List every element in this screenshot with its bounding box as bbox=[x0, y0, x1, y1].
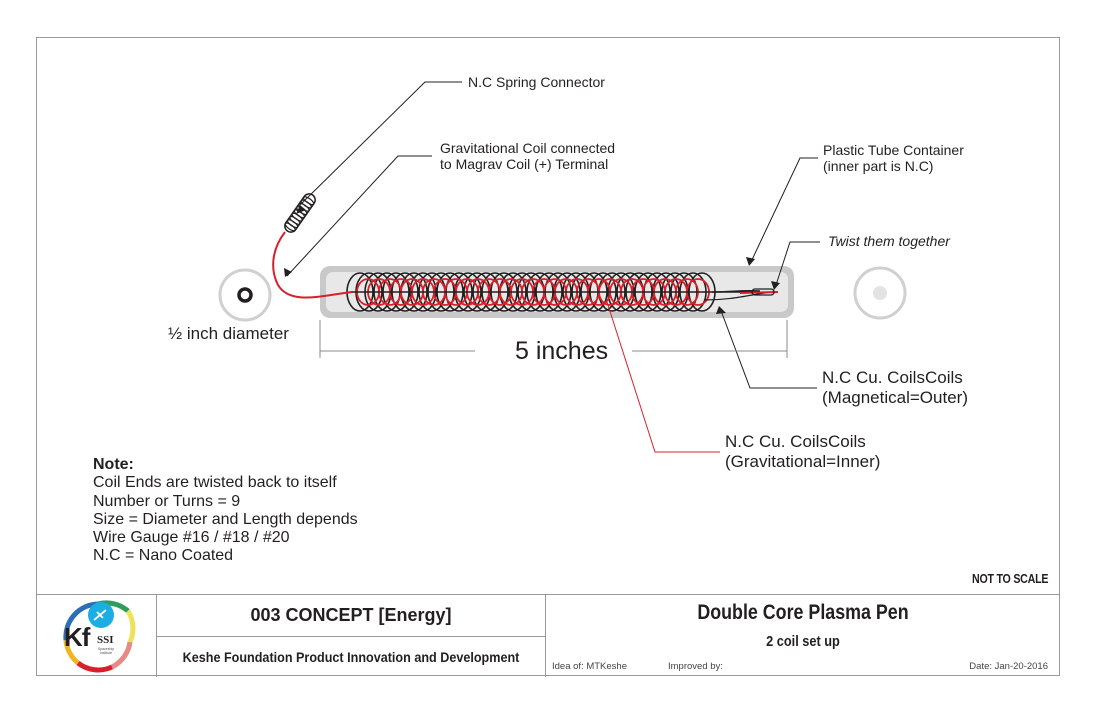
note-line: Size = Diameter and Length depends bbox=[93, 510, 358, 528]
logo-ssi-text: SSI bbox=[97, 634, 114, 646]
note-line: N.C = Nano Coated bbox=[93, 547, 234, 565]
twist-label: Twist them together bbox=[828, 233, 950, 249]
idea-of: Idea of: MTKeshe bbox=[552, 661, 627, 672]
note-title: Note: bbox=[93, 456, 134, 473]
right-end-view bbox=[853, 266, 907, 320]
plastic-tube-label-line2: (inner part is N.C) bbox=[823, 158, 934, 174]
spring-connector-label: N.C Spring Connector bbox=[468, 74, 605, 90]
arrowheads bbox=[284, 205, 780, 314]
product-subtitle: 2 coil set up bbox=[766, 633, 840, 650]
inner-coil-label-line1: N.C Cu. CoilsCoils bbox=[725, 432, 866, 451]
coil-assembly bbox=[346, 272, 760, 312]
inner-coil-label-line2: (Gravitational=Inner) bbox=[725, 452, 881, 471]
note-line: Number or Turns = 9 bbox=[93, 492, 241, 510]
grav-coil-label-line1: Gravitational Coil connected bbox=[440, 140, 616, 156]
length-label: 5 inches bbox=[513, 337, 611, 366]
twisted-ends bbox=[704, 288, 779, 301]
not-to-scale-label: NOT TO SCALE bbox=[972, 571, 1049, 586]
plastic-tube-label-line1: Plastic Tube Container bbox=[823, 142, 964, 158]
spring-turn bbox=[302, 196, 315, 206]
left-end-view bbox=[218, 268, 272, 322]
concept-title: 003 CONCEPT [Energy] bbox=[157, 595, 545, 637]
length-dimension bbox=[319, 320, 788, 358]
organization-name: Keshe Foundation Product Innovation and … bbox=[182, 649, 520, 665]
title-block: Kf SSI Spaceship Institute 003 CONCEPT [… bbox=[36, 594, 1060, 677]
spring-connector bbox=[284, 193, 316, 233]
leader-lines bbox=[286, 81, 820, 389]
concept-cell: 003 CONCEPT [Energy] Keshe Foundation Pr… bbox=[157, 595, 546, 677]
improved-by: Improved by: bbox=[668, 661, 723, 672]
logo-cell: Kf SSI Spaceship Institute bbox=[36, 595, 157, 677]
logo-kf-text: Kf bbox=[64, 622, 90, 652]
date: Date: Jan-20-2016 bbox=[969, 661, 1048, 672]
product-cell: Double Core Plasma Pen 2 coil set up Ide… bbox=[546, 595, 1060, 677]
inner-coil-leader bbox=[606, 301, 720, 453]
diameter-label: ½ inch diameter bbox=[168, 324, 289, 343]
note-line: Wire Gauge #16 / #18 / #20 bbox=[93, 529, 290, 547]
product-title: Double Core Plasma Pen bbox=[697, 601, 909, 624]
outer-coil-label-line1: N.C Cu. CoilsCoils bbox=[822, 368, 963, 387]
red-lead-wire bbox=[272, 231, 353, 299]
note-block: Note: Coil Ends are twisted back to itse… bbox=[93, 456, 358, 566]
kf-ssi-logo bbox=[63, 600, 136, 673]
logo-tiny-text: Spaceship Institute bbox=[97, 647, 115, 655]
drawing-frame bbox=[36, 37, 1060, 676]
outer-coil-label-line2: (Magnetical=Outer) bbox=[822, 388, 968, 407]
grav-coil-label-line2: to Magrav Coil (+) Terminal bbox=[440, 156, 609, 172]
note-line: Coil Ends are twisted back to itself bbox=[93, 474, 337, 492]
